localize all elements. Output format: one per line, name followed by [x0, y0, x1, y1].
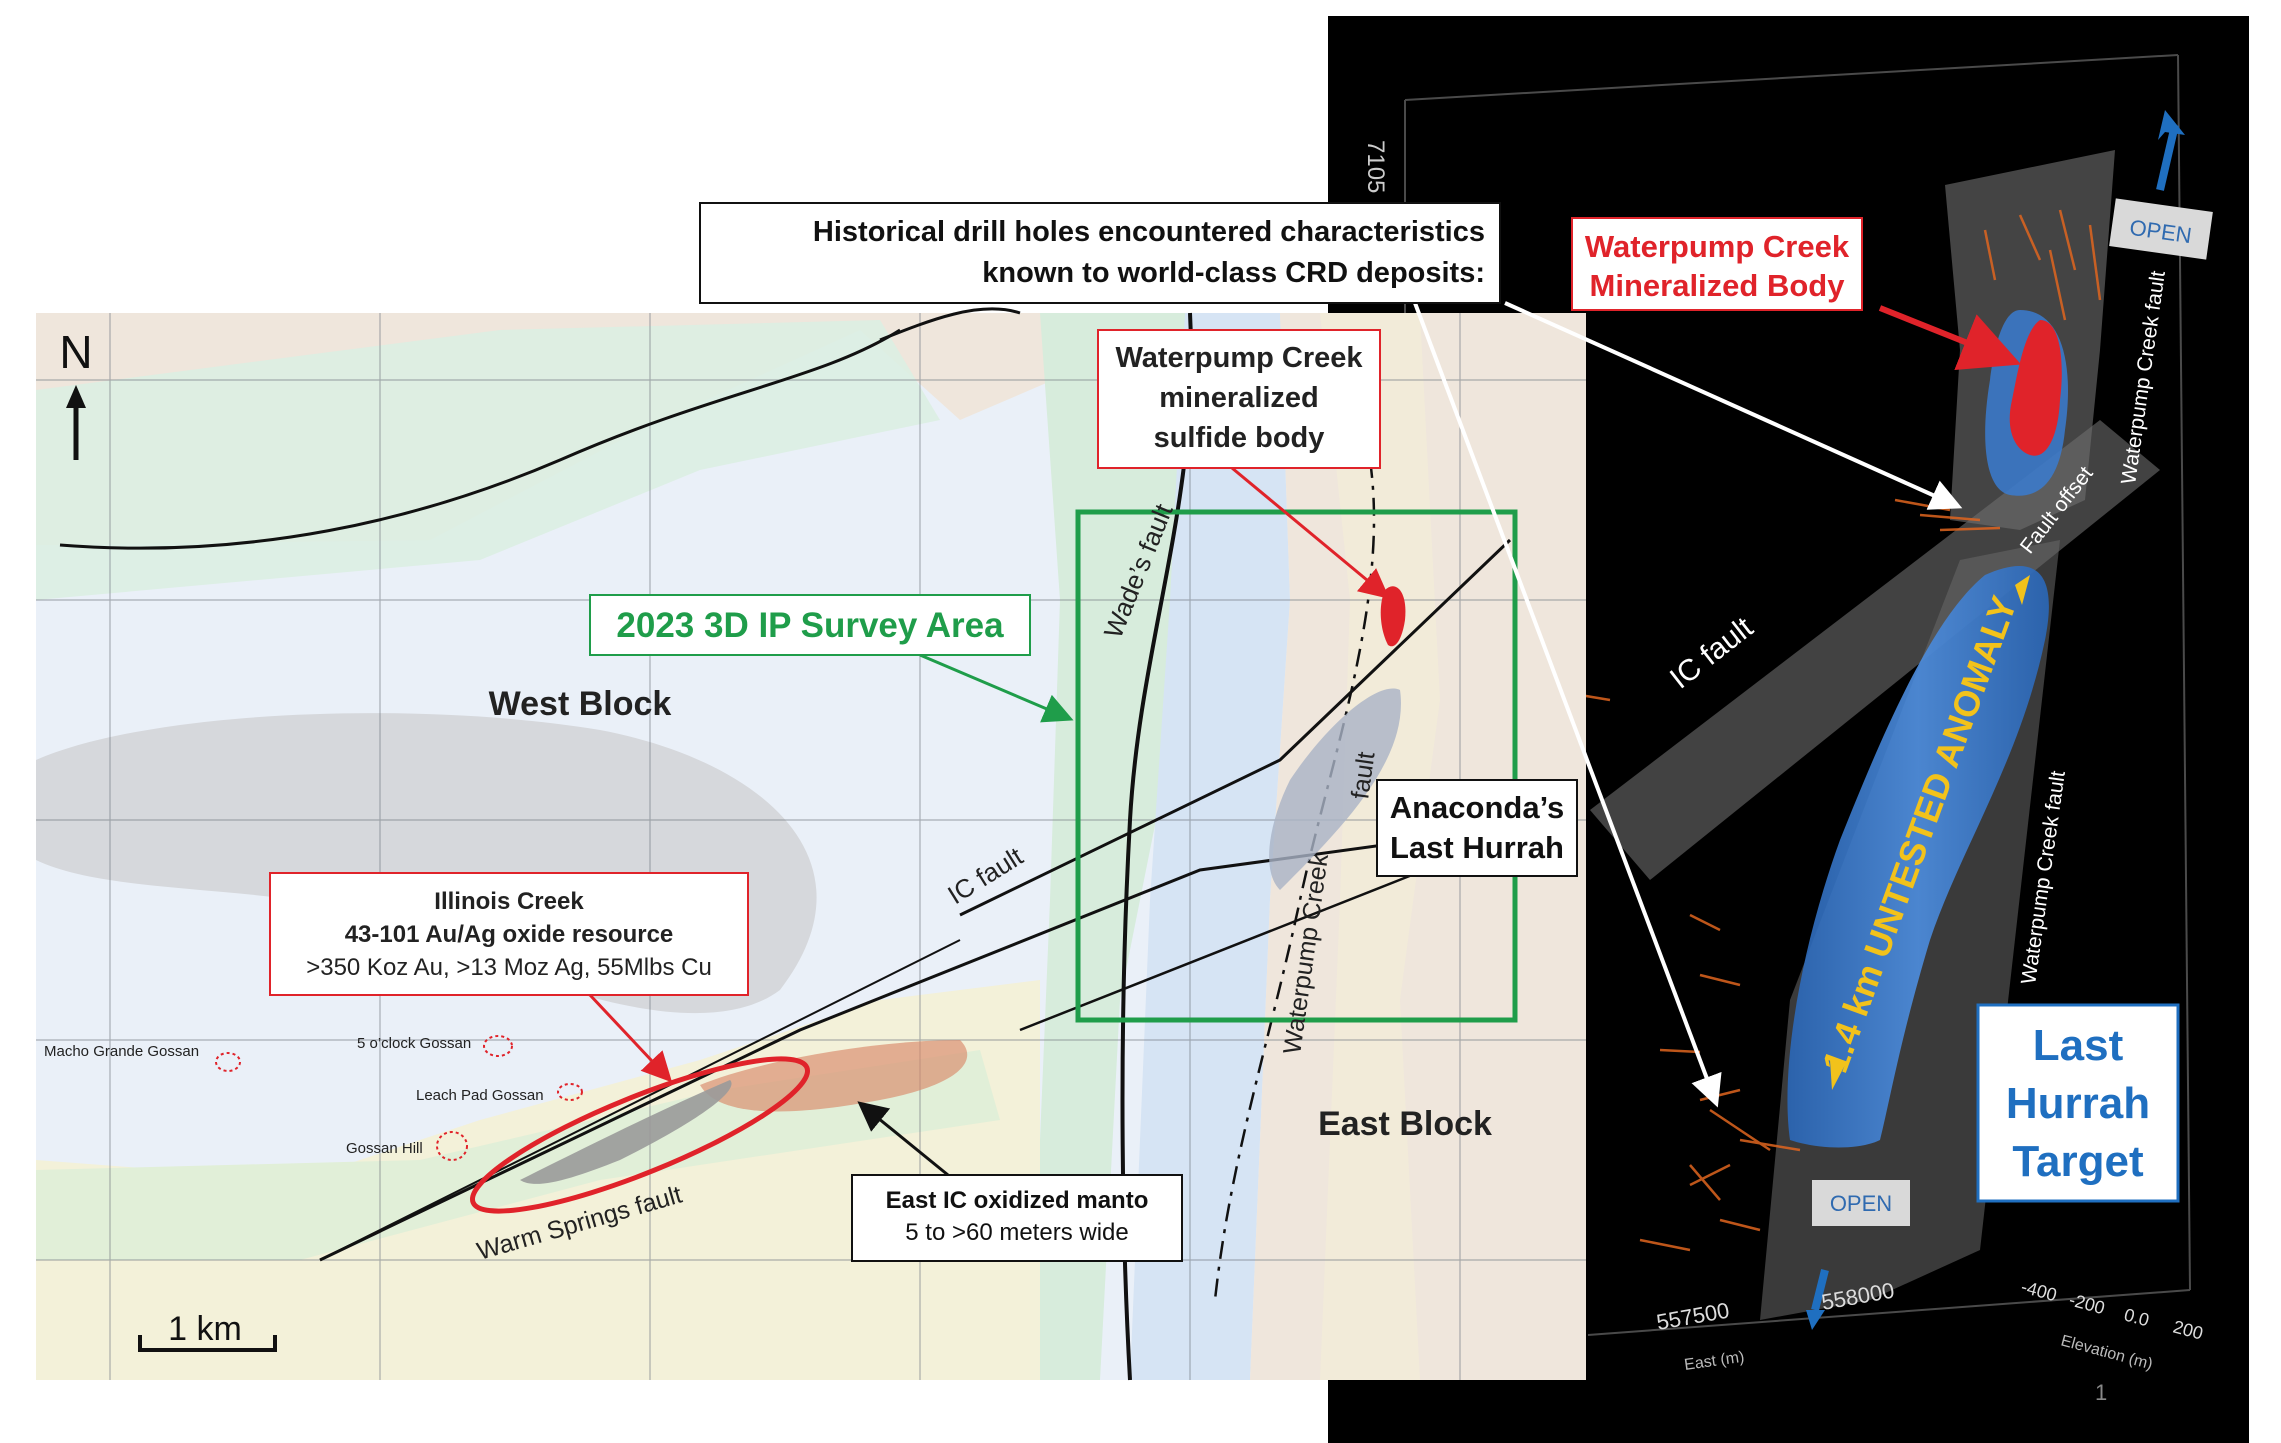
east-ic-manto-callout: East IC oxidized manto 5 to >60 meters w…	[851, 1101, 1183, 1262]
illinois-creek-callout: Illinois Creek 43-101 Au/Ag oxide resour…	[269, 872, 749, 1083]
svg-text:known to world-class CRD depos: known to world-class CRD deposits:	[982, 257, 1485, 289]
svg-text:Illinois Creek: Illinois Creek	[434, 888, 584, 915]
east-ic-manto	[700, 1040, 968, 1112]
svg-text:43-101 Au/Ag oxide resource: 43-101 Au/Ag oxide resource	[345, 921, 674, 948]
west-block-label: West Block	[489, 685, 672, 723]
survey-area-callout: 2023 3D IP Survey Area	[589, 594, 1074, 723]
svg-text:sulfide body: sulfide body	[1154, 422, 1325, 454]
svg-text:Hurrah: Hurrah	[2006, 1079, 2150, 1128]
open-label-top: OPEN	[2109, 198, 2213, 260]
svg-text:Last Hurrah: Last Hurrah	[1390, 830, 1564, 865]
open-arrow-top	[2156, 110, 2185, 191]
historical-drill-callout: Historical drill holes encountered chara…	[699, 202, 1963, 1108]
svg-text:>350 Koz Au, >13 Moz Ag, 55Mlb: >350 Koz Au, >13 Moz Ag, 55Mlbs Cu	[306, 954, 712, 981]
waterpump-sulfide-body-map	[1380, 586, 1406, 647]
gossan-hill-label: Gossan Hill	[346, 1140, 423, 1157]
svg-text:Mineralized Body: Mineralized Body	[1590, 268, 1846, 303]
anaconda-last-hurrah-callout: Anaconda’s Last Hurrah	[1376, 779, 1578, 877]
open-label-bottom: OPEN	[1812, 1180, 1910, 1226]
gossan-outlines	[215, 1035, 583, 1161]
svg-text:5 to >60 meters wide: 5 to >60 meters wide	[905, 1219, 1128, 1246]
svg-text:1 km: 1 km	[168, 1310, 242, 1348]
svg-text:Historical drill holes encount: Historical drill holes encountered chara…	[813, 216, 1485, 248]
svg-text:Last: Last	[2033, 1021, 2124, 1070]
svg-text:mineralized: mineralized	[1159, 382, 1319, 414]
svg-text:OPEN: OPEN	[1830, 1191, 1892, 1216]
illinois-creek-drill-cluster	[520, 1080, 732, 1184]
mineralized-body-callout: Waterpump Creek Mineralized Body	[1571, 217, 2022, 371]
waterpump-body-callout: Waterpump Creek mineralized sulfide body	[1097, 329, 1390, 599]
ic-fault-line	[959, 538, 1512, 917]
north-label: N	[59, 326, 92, 378]
north-arrow: N	[59, 326, 93, 460]
axis-top-fragment: 7105	[1362, 140, 1389, 193]
svg-text:East IC oxidized manto: East IC oxidized manto	[886, 1187, 1149, 1214]
east-block-label: East Block	[1318, 1105, 1492, 1143]
last-hurrah-target-box: Last Hurrah Target	[1976, 1003, 2180, 1203]
macho-grande-label: Macho Grande Gossan	[44, 1043, 199, 1060]
svg-text:Anaconda’s: Anaconda’s	[1390, 790, 1565, 825]
scale-bar: 1 km	[138, 1310, 277, 1352]
untested-anomaly-body	[1787, 566, 2049, 1148]
anomaly-arrow-down	[1830, 1060, 1845, 1090]
svg-text:Waterpump Creek: Waterpump Creek	[1115, 342, 1363, 374]
anomaly-arrow-up	[2015, 575, 2030, 605]
last-hurrah-grey-zone	[1269, 688, 1401, 890]
svg-text:2023 3D IP Survey Area: 2023 3D IP Survey Area	[616, 606, 1004, 645]
page-number: 1	[2095, 1380, 2107, 1405]
svg-text:Target: Target	[2012, 1137, 2144, 1186]
svg-text:Waterpump Creek: Waterpump Creek	[1585, 229, 1850, 264]
five-oclock-label: 5 o’clock Gossan	[357, 1035, 471, 1052]
thrust-fault	[59, 328, 901, 550]
waterpump-creek-fault-line	[1213, 459, 1376, 1301]
fault-word-label: fault	[1346, 750, 1380, 801]
open-arrow-bottom	[1806, 1269, 1829, 1330]
mineralized-body-3d	[2009, 320, 2062, 456]
illinois-creek-ellipse	[470, 1056, 810, 1214]
leach-pad-label: Leach Pad Gossan	[416, 1087, 544, 1104]
survey-area-box	[1075, 509, 1518, 1023]
geologic-map: N 1 km West Block East Block Wade’s faul…	[36, 307, 1586, 1381]
ic-fault-plane	[1590, 420, 2160, 880]
